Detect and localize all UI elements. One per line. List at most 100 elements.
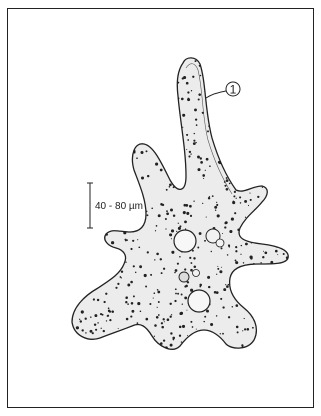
granule: [126, 239, 128, 241]
granule: [182, 114, 185, 117]
granule: [131, 91, 133, 93]
granule: [99, 127, 101, 129]
granule: [166, 212, 169, 215]
granule: [181, 294, 183, 296]
granule: [283, 187, 284, 188]
granule: [288, 193, 289, 194]
granule: [215, 209, 216, 210]
granule: [240, 254, 241, 255]
granule: [289, 134, 290, 135]
granule: [128, 55, 129, 56]
granule: [97, 322, 99, 324]
granule: [193, 142, 196, 145]
granule: [123, 180, 125, 182]
granule: [174, 78, 177, 81]
granule: [226, 179, 229, 182]
granule: [281, 233, 282, 234]
granule: [120, 128, 122, 130]
granule: [217, 266, 218, 267]
granule: [187, 98, 190, 101]
granule: [97, 114, 99, 116]
granule: [223, 62, 225, 64]
granule: [213, 81, 215, 83]
granule: [108, 140, 111, 143]
granule: [261, 81, 262, 82]
granule: [149, 79, 151, 81]
granule: [245, 243, 248, 246]
granule: [75, 111, 78, 114]
granule: [111, 241, 114, 244]
granule: [154, 259, 155, 260]
granule: [160, 342, 163, 345]
granule: [83, 95, 84, 96]
granule: [128, 339, 131, 342]
granule: [111, 178, 112, 179]
granule: [101, 70, 102, 71]
granule: [211, 251, 212, 252]
granule: [108, 307, 110, 309]
granule: [119, 90, 121, 92]
granule: [102, 113, 103, 114]
granule: [290, 252, 291, 253]
granule: [277, 345, 279, 347]
granule: [92, 197, 94, 199]
granule: [249, 165, 251, 167]
granule: [242, 330, 243, 331]
granule: [84, 55, 86, 57]
granule: [102, 141, 104, 143]
granule: [90, 275, 91, 276]
granule: [277, 254, 278, 255]
granule: [184, 286, 186, 288]
granule: [94, 314, 97, 317]
granule: [253, 178, 255, 180]
granule: [263, 251, 264, 252]
granule: [158, 314, 160, 316]
granule: [132, 240, 134, 242]
granule: [178, 123, 180, 125]
granule: [270, 261, 273, 264]
granule: [164, 321, 165, 322]
granule: [128, 131, 131, 134]
granule: [285, 81, 287, 83]
granule: [91, 59, 92, 60]
granule: [118, 224, 120, 226]
granule: [154, 336, 155, 337]
granule: [84, 87, 85, 88]
granule: [138, 246, 140, 248]
granule: [209, 70, 210, 71]
granule: [245, 273, 248, 276]
granule: [69, 228, 72, 231]
granule: [133, 265, 135, 267]
granule: [244, 328, 246, 330]
granule: [135, 272, 136, 273]
granule: [280, 127, 281, 128]
granule: [97, 185, 99, 187]
granule: [258, 134, 260, 136]
granule: [175, 269, 178, 272]
granule: [145, 69, 147, 71]
granule: [130, 98, 133, 101]
granule: [285, 157, 287, 159]
granule: [189, 151, 191, 153]
granule: [88, 160, 89, 161]
granule: [67, 200, 69, 202]
granule: [170, 316, 172, 318]
granule: [126, 227, 128, 229]
granule: [243, 262, 244, 263]
granule: [283, 124, 286, 127]
granule: [114, 112, 117, 115]
granule: [123, 175, 125, 177]
granule: [289, 244, 292, 247]
granule: [79, 197, 82, 200]
granule: [186, 310, 187, 311]
granule: [86, 285, 88, 287]
granule: [156, 225, 158, 227]
granule: [113, 348, 116, 351]
granule: [287, 164, 290, 167]
granule: [239, 142, 241, 144]
granule: [207, 276, 210, 279]
granule: [253, 180, 255, 182]
granule: [290, 63, 293, 66]
granule: [263, 320, 265, 322]
granule: [74, 156, 75, 157]
